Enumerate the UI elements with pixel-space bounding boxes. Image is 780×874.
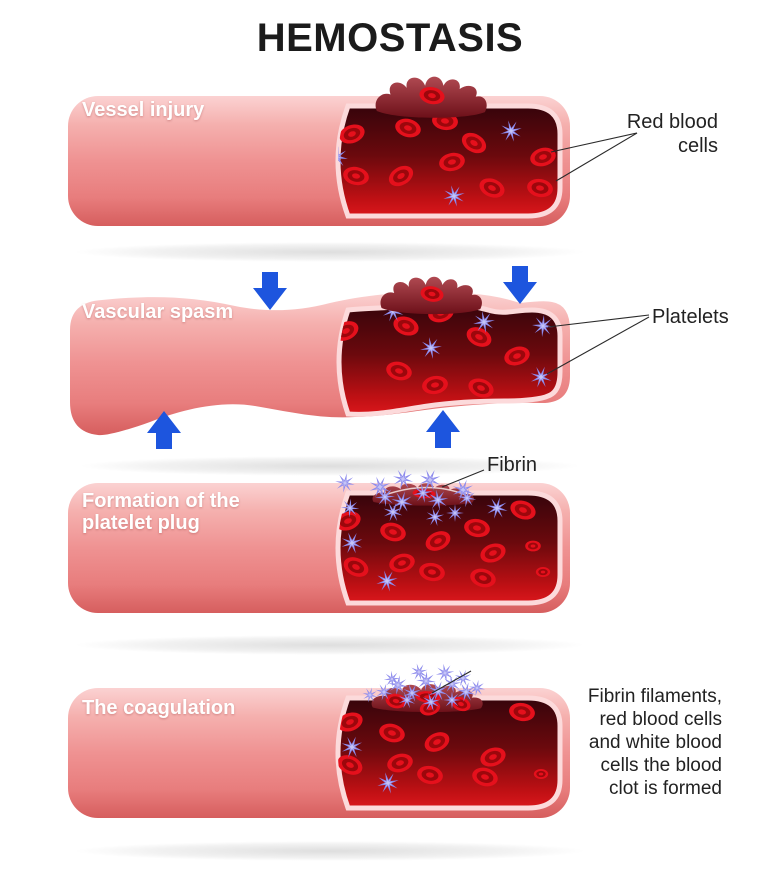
stage-4-coagulation [68,659,585,861]
platelet-icon [434,662,456,684]
pointer-line [546,316,650,375]
stage-label-vessel-injury: Vessel injury [82,99,205,121]
page-title: HEMOSTASIS [256,16,524,60]
vessel-shadow [75,635,585,655]
annotation-line: and white blood [588,732,722,753]
platelet-plug-cluster [333,465,478,529]
pointer-line [431,670,472,694]
stage-3-platelet-plug [68,465,585,655]
vessel-shadow [75,242,585,262]
constriction-arrow-down-icon [253,272,287,310]
pointer-line [547,314,650,328]
constriction-arrow-down-icon [503,266,537,304]
stage-label-platelet-plug: Formation of the platelet plug [82,490,240,534]
stage-label-line: Formation of the [82,490,240,512]
pointer-line [555,132,638,182]
wound-icon [380,277,481,314]
annotation-line: cells the blood [600,755,722,776]
red-blood-cell-icon [533,769,549,779]
stage-label-vascular-spasm: Vascular spasm [82,301,234,323]
vessel-shadow [75,841,585,861]
pointer-line [550,132,638,153]
annotation-line: Red blood [626,111,718,133]
annotation-line: cells [677,135,718,157]
annotation-red-blood-cells: Red blood cells [588,110,718,158]
red-blood-cell-icon [525,540,541,552]
annotation-platelets: Platelets [652,306,729,328]
red-blood-cell-icon [535,567,551,577]
stage-1-vessel-injury [68,77,638,262]
vessel-lumen [335,490,563,606]
annotation-line: red blood cells [599,709,722,730]
pointer-line [441,469,485,488]
stage-label-coagulation: The coagulation [82,697,236,719]
constriction-arrow-up-icon [426,410,460,448]
annotation-line: Fibrin filaments, [587,686,722,707]
annotation-line: clot is formed [609,778,722,799]
stage-label-line: platelet plug [82,512,200,534]
annotation-fibrin: Fibrin [487,454,538,476]
stage-2-vascular-spasm [70,266,650,476]
annotation-clot-note: Fibrin filaments, red blood cells and wh… [557,685,722,800]
vessel-shadow [80,456,580,476]
wound-icon [376,77,487,118]
